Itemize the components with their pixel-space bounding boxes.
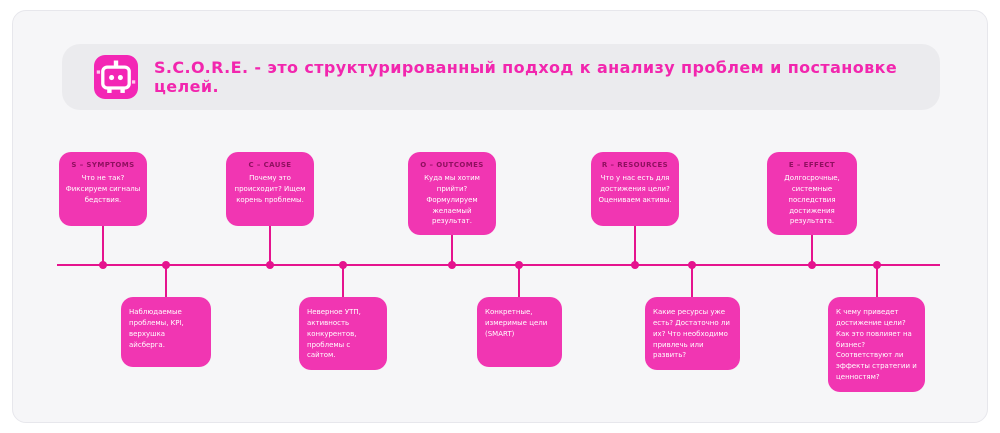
pixel-tv-robot-icon <box>94 55 138 99</box>
detail-box-resources: Какие ресурсы уже есть? Достаточно ли их… <box>645 297 740 371</box>
timeline-dot <box>99 261 107 269</box>
connector-bottom-4 <box>691 265 693 327</box>
detail-text: Какие ресурсы уже есть? Достаточно ли их… <box>653 308 730 360</box>
detail-text: К чему приведет достижение цели? Как это… <box>836 308 917 382</box>
detail-box-cause: Неверное УТП, активность конкурентов, пр… <box>299 297 387 371</box>
stage-box-symptoms: S – SYMPTOMS Что не так? Фиксируем сигна… <box>59 152 147 226</box>
header-banner: S.C.O.R.E. - это структурированный подхо… <box>62 44 940 110</box>
header-title: S.C.O.R.E. - это структурированный подхо… <box>154 58 898 96</box>
stage-title: O – OUTCOMES <box>420 161 484 169</box>
detail-box-effect: К чему приведет достижение цели? Как это… <box>828 297 925 392</box>
detail-box-outcomes: Конкретные, измеримые цели (SMART) <box>477 297 562 367</box>
stage-title: R – RESOURCES <box>601 161 669 169</box>
stage-box-outcomes: O – OUTCOMES Куда мы хотим прийти? Форму… <box>408 152 496 236</box>
timeline-line <box>57 264 940 266</box>
stage-text: Что не так? Фиксируем сигналы бедствия. <box>65 174 141 204</box>
timeline-dot <box>515 261 523 269</box>
connector-bottom-2 <box>342 265 344 327</box>
timeline-dot <box>448 261 456 269</box>
timeline-dot <box>162 261 170 269</box>
stage-title: S – SYMPTOMS <box>71 161 135 169</box>
connector-bottom-3 <box>518 265 520 327</box>
timeline-dot <box>873 261 881 269</box>
stage-box-resources: R – RESOURCES Что у нас есть для достиже… <box>591 152 679 226</box>
detail-box-symptoms: Наблюдаемые проблемы, KPI, верхушка айсб… <box>121 297 211 367</box>
stage-text: Долгосрочные, системные последствия дост… <box>784 174 840 226</box>
timeline-dot <box>339 261 347 269</box>
stage-text: Что у нас есть для достижения цели? Оцен… <box>598 174 672 204</box>
timeline-dot <box>808 261 816 269</box>
connector-top-2 <box>269 205 271 265</box>
detail-text: Конкретные, измеримые цели (SMART) <box>485 308 548 338</box>
stage-box-effect: E – EFFECT Долгосрочные, системные после… <box>767 152 857 236</box>
connector-top-4 <box>634 205 636 265</box>
stage-box-cause: C – CAUSE Почему это происходит? Ищем ко… <box>226 152 314 226</box>
timeline-dot <box>631 261 639 269</box>
timeline-dot <box>266 261 274 269</box>
stage-text: Куда мы хотим прийти? Формулируем желаем… <box>424 174 480 226</box>
detail-text: Неверное УТП, активность конкурентов, пр… <box>307 308 361 360</box>
connector-bottom-1 <box>165 265 167 327</box>
detail-text: Наблюдаемые проблемы, KPI, верхушка айсб… <box>129 308 184 349</box>
stage-title: E – EFFECT <box>788 161 836 169</box>
connector-bottom-5 <box>876 265 878 327</box>
stage-title: C – CAUSE <box>248 161 292 169</box>
connector-top-1 <box>102 205 104 265</box>
stage-text: Почему это происходит? Ищем корень пробл… <box>234 174 306 204</box>
timeline-dot <box>688 261 696 269</box>
